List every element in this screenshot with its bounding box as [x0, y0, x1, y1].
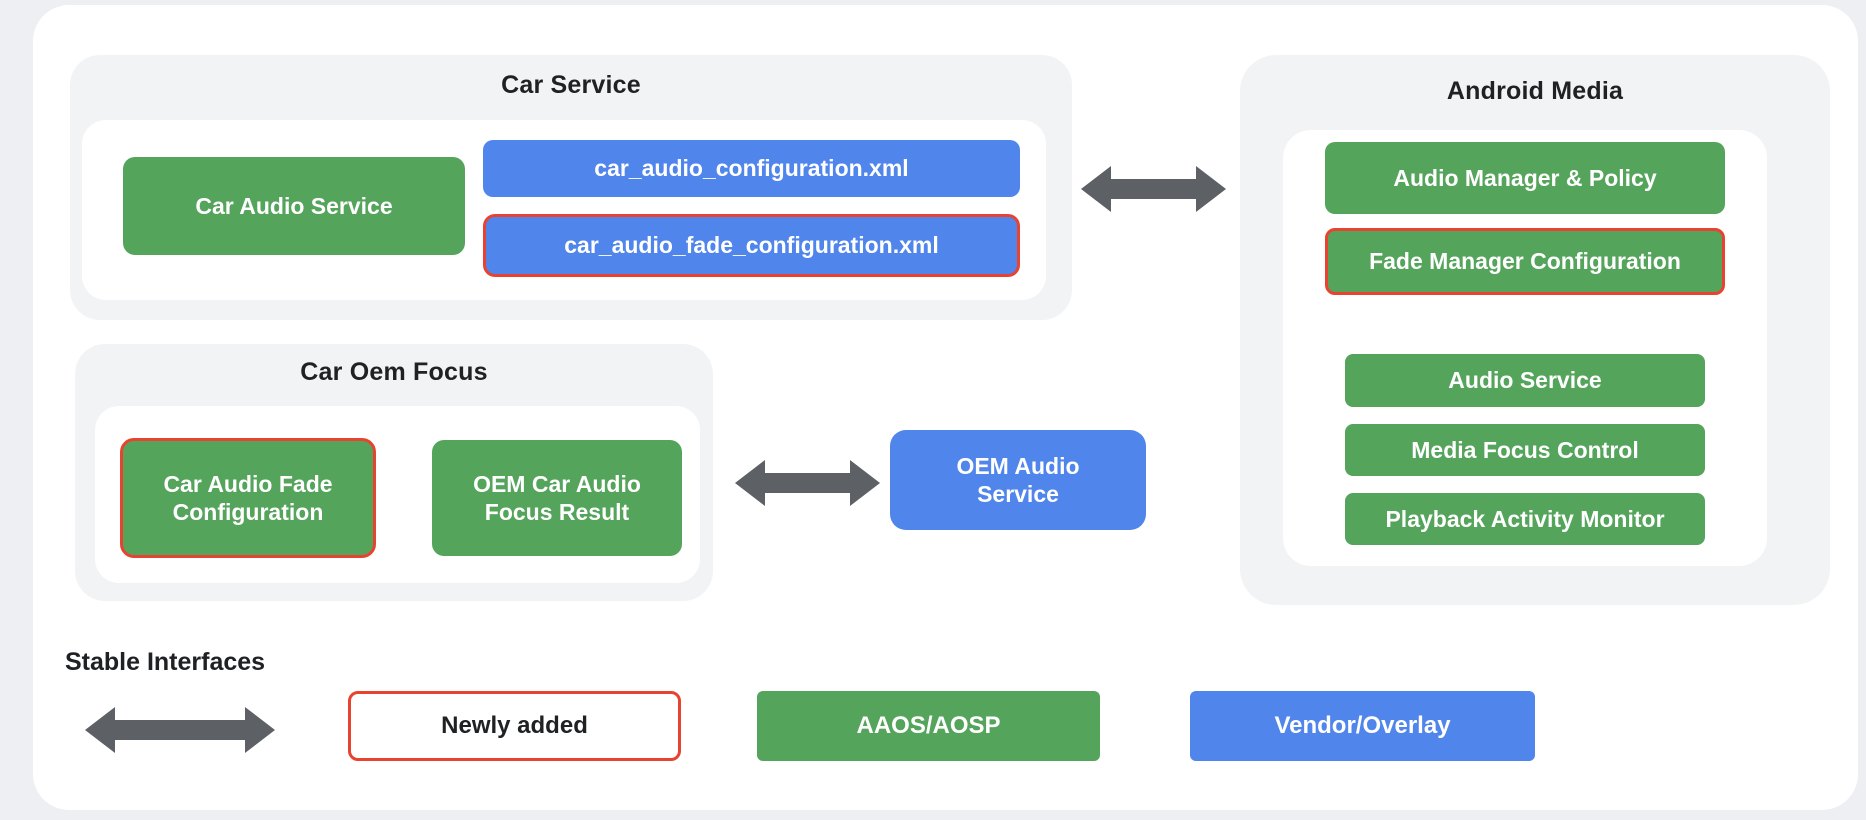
node-audio-manager-policy-label: Audio Manager & Policy: [1393, 164, 1657, 191]
node-car-audio-configuration-xml: car_audio_configuration.xml: [483, 140, 1020, 197]
node-fade-manager-configuration: Fade Manager Configuration: [1325, 228, 1725, 295]
node-media-focus-control-label: Media Focus Control: [1411, 436, 1639, 463]
node-car-audio-configuration-xml-label: car_audio_configuration.xml: [594, 155, 909, 182]
legend-aaos-aosp-label: AAOS/AOSP: [856, 712, 1001, 739]
node-media-focus-control: Media Focus Control: [1345, 424, 1705, 476]
node-oem-audio-service-label: OEM Audio Service: [956, 452, 1080, 507]
node-oem-car-audio-focus-result-label: OEM Car Audio Focus Result: [473, 470, 641, 525]
node-car-audio-fade-configuration-xml-label: car_audio_fade_configuration.xml: [564, 232, 939, 259]
panel-car-oem-focus-title: Car Oem Focus: [300, 358, 488, 386]
node-audio-service-label: Audio Service: [1448, 367, 1602, 394]
node-oem-car-audio-focus-result: OEM Car Audio Focus Result: [432, 440, 682, 556]
node-car-audio-service-label: Car Audio Service: [195, 192, 393, 219]
legend-stable-interfaces-label: Stable Interfaces: [65, 648, 266, 676]
node-audio-service: Audio Service: [1345, 354, 1705, 407]
node-car-audio-fade-configuration-xml: car_audio_fade_configuration.xml: [483, 214, 1020, 277]
node-car-audio-service: Car Audio Service: [123, 157, 465, 255]
double-arrow-icon: [1081, 164, 1226, 214]
legend-aaos-aosp: AAOS/AOSP: [757, 691, 1100, 761]
node-fade-manager-configuration-label: Fade Manager Configuration: [1369, 248, 1681, 275]
legend-vendor-overlay: Vendor/Overlay: [1190, 691, 1535, 761]
node-playback-activity-monitor-label: Playback Activity Monitor: [1385, 505, 1665, 532]
double-arrow-icon: [735, 458, 880, 508]
node-oem-audio-service: OEM Audio Service: [890, 430, 1146, 530]
legend-vendor-overlay-label: Vendor/Overlay: [1274, 712, 1451, 739]
double-arrow-icon: [85, 705, 275, 755]
node-playback-activity-monitor: Playback Activity Monitor: [1345, 493, 1705, 545]
node-audio-manager-policy: Audio Manager & Policy: [1325, 142, 1725, 214]
panel-car-service-title: Car Service: [501, 71, 641, 99]
legend-newly-added: Newly added: [348, 691, 681, 761]
node-car-audio-fade-configuration: Car Audio Fade Configuration: [120, 438, 376, 558]
node-car-audio-fade-configuration-label: Car Audio Fade Configuration: [163, 470, 333, 525]
panel-android-media-title: Android Media: [1446, 77, 1624, 105]
legend-newly-added-label: Newly added: [441, 712, 588, 739]
